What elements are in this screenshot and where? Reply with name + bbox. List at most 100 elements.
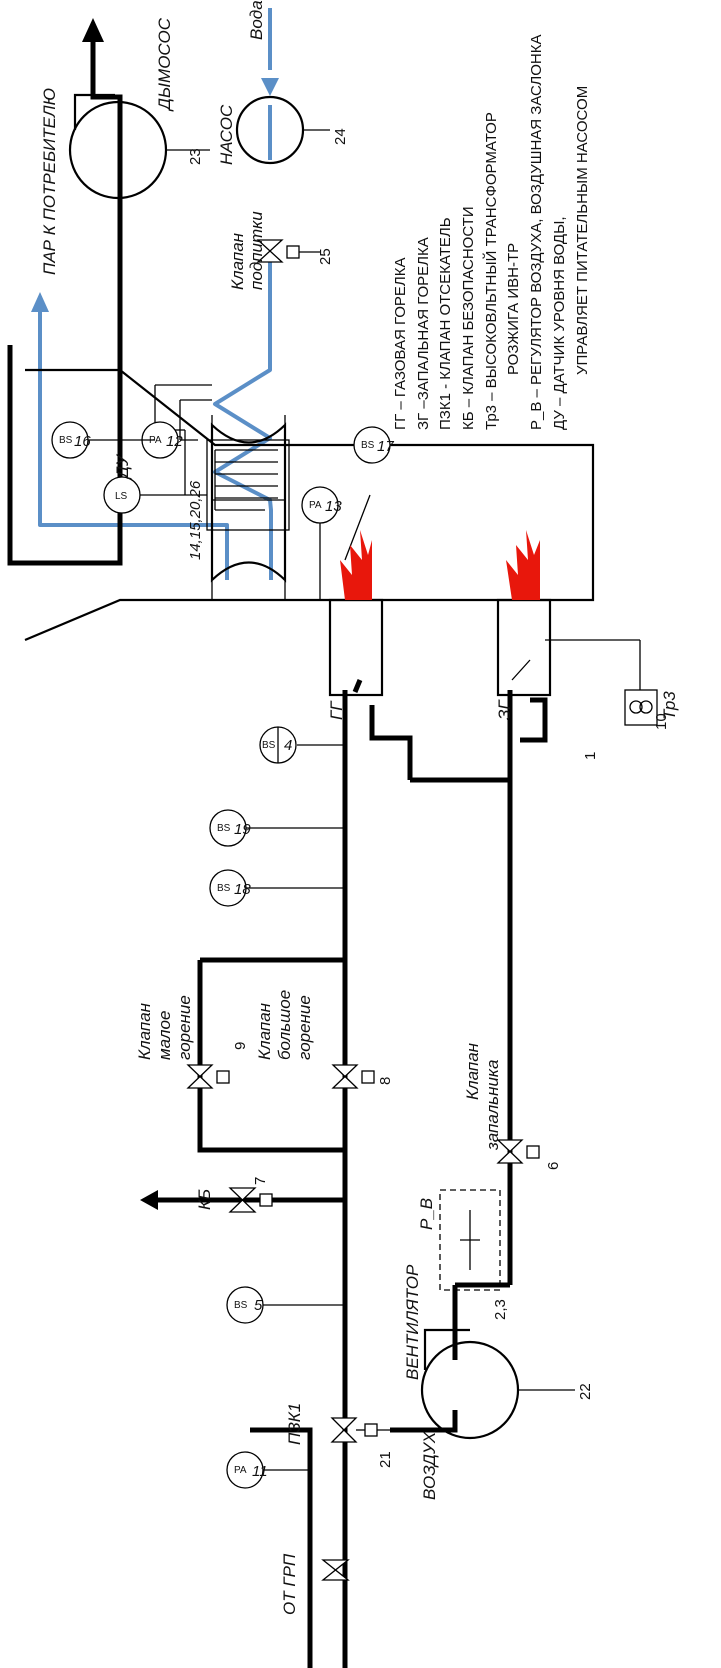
svg-text:17: 17 xyxy=(377,438,394,455)
label-low-valve-2: малое xyxy=(155,1011,174,1060)
svg-text:10: 10 xyxy=(653,713,670,730)
instrument-leads xyxy=(154,384,641,690)
label-high-valve-2: большое xyxy=(275,990,294,1060)
svg-text:1: 1 xyxy=(582,752,599,760)
svg-text:BS: BS xyxy=(234,1300,248,1311)
label-steam-to-consumer: ПАР К ПОТРЕБИТЕЛЮ xyxy=(40,88,59,275)
ignition-transformer xyxy=(624,689,658,726)
steam-drum xyxy=(210,415,287,600)
svg-text:8: 8 xyxy=(377,1077,394,1085)
instrument-bs-4[interactable]: BS 4 xyxy=(259,726,345,764)
svg-text:23: 23 xyxy=(187,148,204,165)
legend-line-5: РОЗЖИГА ИВН-ТР xyxy=(505,243,522,375)
label-pilot-valve-2: запальника xyxy=(483,1060,502,1151)
valve-safety[interactable] xyxy=(228,1187,273,1213)
legend: ГГ – ГАЗОВАЯ ГОРЕЛКА ЗГ –ЗАПАЛЬНАЯ ГОРЕЛ… xyxy=(392,35,591,430)
steam-lines xyxy=(31,8,279,580)
label-smoke-exhauster: ДЫМОСОС xyxy=(155,17,174,112)
instrument-bs-19[interactable]: BS 19 xyxy=(209,809,345,847)
svg-text:PA: PA xyxy=(309,500,322,511)
label-level-sensor: ДУ xyxy=(113,453,132,480)
svg-text:6: 6 xyxy=(545,1162,562,1170)
svg-text:22: 22 xyxy=(577,1383,594,1400)
instrument-bs-17[interactable]: BS 17 xyxy=(353,426,394,464)
steam-arrow-icon xyxy=(31,292,49,312)
smoke-exhauster xyxy=(68,93,210,200)
legend-line-2: ПЗК1 - КЛАПАН ОТСЕКАТЕЛЬ xyxy=(437,217,454,430)
valve-grp[interactable] xyxy=(321,1559,350,1581)
label-gas-burner: ГГ xyxy=(327,700,346,720)
legend-line-4: Тр3 – ВЫСОКОВЛЬТНЫЙ ТРАНСФОРМАТОР xyxy=(482,112,500,430)
svg-text:PA: PA xyxy=(149,435,162,446)
valve-pilot[interactable] xyxy=(496,1139,540,1164)
svg-text:9: 9 xyxy=(232,1042,249,1050)
label-cutoff: ПЗК1 xyxy=(285,1403,304,1445)
svg-text:12: 12 xyxy=(166,433,183,450)
pilot-burner xyxy=(496,530,552,697)
instrument-pa-13[interactable]: PA 13 xyxy=(301,486,342,524)
legend-line-1: ЗГ –ЗАПАЛЬНАЯ ГОРЕЛКА xyxy=(415,237,432,430)
svg-text:24: 24 xyxy=(332,128,349,145)
pump xyxy=(235,95,330,165)
legend-line-0: ГГ – ГАЗОВАЯ ГОРЕЛКА xyxy=(392,258,409,431)
air-regulator xyxy=(439,1189,501,1291)
instrument-pa-11[interactable]: PA 11 xyxy=(226,1451,310,1489)
label-transformer: Тр3 xyxy=(660,691,679,720)
label-safety-valve: КБ xyxy=(195,1189,214,1210)
svg-text:BS: BS xyxy=(217,823,231,834)
component-numbers: 1 6 7 8 9 10 21 22 23 24 25 2,3 14,15,20… xyxy=(187,128,670,1468)
svg-text:BS: BS xyxy=(262,740,276,751)
svg-text:LS: LS xyxy=(115,491,128,502)
valve-low-burn[interactable] xyxy=(186,1064,230,1089)
valve-cutoff[interactable] xyxy=(330,1417,395,1443)
legend-line-8: УПРАВЛЯЕТ ПИТАТЕЛЬНЫМ НАСОСОМ xyxy=(574,86,591,375)
svg-text:7: 7 xyxy=(252,1177,269,1185)
boiler-walls xyxy=(7,18,595,642)
label-high-valve-3: горение xyxy=(295,995,314,1060)
instrument-ls[interactable]: LS xyxy=(103,476,185,514)
legend-line-6: Р_В – РЕГУЛЯТОР ВОЗДУХА, ВОЗДУШНАЯ ЗАСЛО… xyxy=(528,35,545,430)
level-sensor-block xyxy=(170,429,290,531)
svg-text:18: 18 xyxy=(234,881,251,898)
instrument-bs-5[interactable]: BS 5 xyxy=(226,1286,345,1324)
svg-text:21: 21 xyxy=(377,1451,394,1468)
gas-burner xyxy=(328,530,384,697)
water-arrow-icon xyxy=(261,78,279,96)
svg-text:14,15,20,26: 14,15,20,26 xyxy=(187,480,204,560)
svg-text:19: 19 xyxy=(234,821,251,838)
label-from-grp: ОТ ГРП xyxy=(280,1553,299,1615)
label-pump: НАСОС xyxy=(217,104,236,165)
exhaust-arrow-icon xyxy=(82,18,104,42)
svg-text:BS: BS xyxy=(59,435,73,446)
label-low-valve-1: Клапан xyxy=(135,1002,154,1060)
label-low-valve-3: горение xyxy=(175,995,194,1060)
valve-high-burn[interactable] xyxy=(331,1064,375,1089)
svg-text:4: 4 xyxy=(284,737,292,754)
instrument-bs-18[interactable]: BS 18 xyxy=(209,869,345,907)
instrument-bs-16[interactable]: BS 16 xyxy=(51,421,155,459)
gas-lines xyxy=(140,679,548,1668)
label-high-valve-1: Клапан xyxy=(255,1002,274,1060)
rotated-labels: ПАР К ПОТРЕБИТЕЛЮ ДЫМОСОС Вода НАСОС Кла… xyxy=(40,0,679,1615)
label-air: ВОЗДУХ xyxy=(420,1431,439,1500)
safety-exhaust-arrow-icon xyxy=(140,1190,158,1210)
valve-makeup[interactable] xyxy=(256,239,320,263)
svg-text:16: 16 xyxy=(74,433,91,450)
label-water: Вода xyxy=(247,0,266,40)
legend-line-7: ДУ – ДАТЧИК УРОВНЯ ВОДЫ, xyxy=(551,216,568,430)
svg-text:25: 25 xyxy=(317,248,334,265)
instrument-pa-12[interactable]: PA 12 xyxy=(141,421,198,459)
svg-text:5: 5 xyxy=(254,1297,263,1314)
svg-text:11: 11 xyxy=(252,1463,268,1480)
svg-text:PA: PA xyxy=(234,1465,247,1476)
label-makeup-1: Клапан xyxy=(228,232,247,290)
label-pilot-burner: ЗГ xyxy=(495,699,514,720)
label-pilot-valve-1: Клапан xyxy=(463,1042,482,1100)
svg-text:BS: BS xyxy=(217,883,231,894)
label-makeup-2: подпитки xyxy=(247,211,266,290)
label-air-regulator: Р_В xyxy=(417,1198,436,1230)
legend-line-3: КБ – КЛАПАН БЕЗОПАСНОСТИ xyxy=(460,206,477,430)
fan xyxy=(420,1328,575,1440)
svg-text:2,3: 2,3 xyxy=(492,1299,509,1320)
